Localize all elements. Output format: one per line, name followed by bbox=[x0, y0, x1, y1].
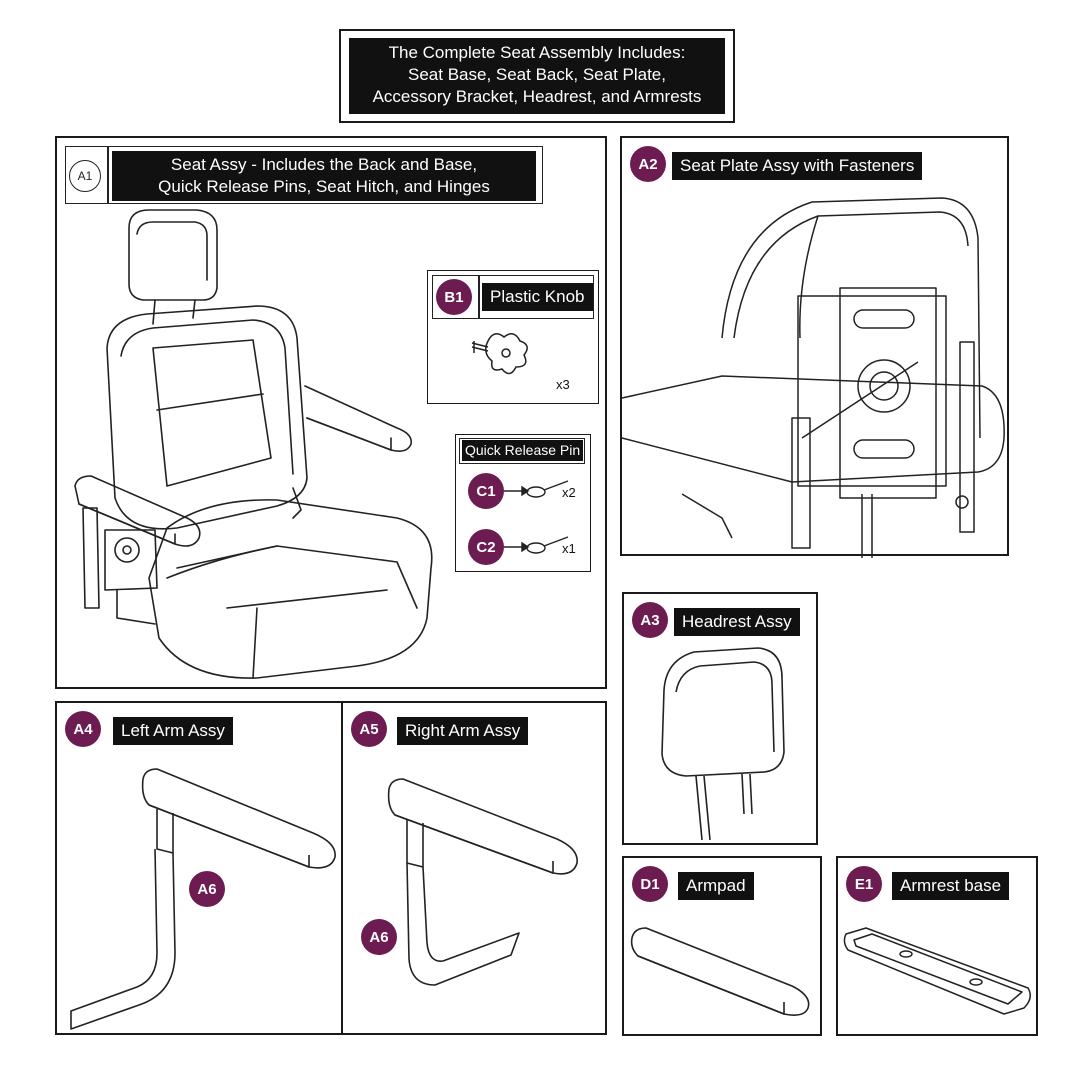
seat-assembly-illustration bbox=[74, 209, 433, 679]
a4-callout-a6: A6 bbox=[189, 871, 225, 907]
panel-a2-seat-plate: A2 Seat Plate Assy with Fasteners bbox=[620, 136, 1009, 558]
a1-label: Seat Assy - Includes the Back and Base, … bbox=[112, 151, 536, 201]
b1-qty: x3 bbox=[556, 377, 570, 392]
a1-label-line-1: Seat Assy - Includes the Back and Base, bbox=[170, 155, 478, 174]
header-line-3: Accessory Bracket, Headrest, and Armrest… bbox=[372, 87, 702, 106]
panel-d1-armpad: D1 Armpad bbox=[622, 856, 822, 1036]
plastic-knob-icon bbox=[471, 333, 528, 375]
b1-divider bbox=[478, 275, 480, 319]
a5-callout-a6: A6 bbox=[361, 919, 397, 955]
header-text: The Complete Seat Assembly Includes: Sea… bbox=[349, 38, 725, 114]
panel-quick-release-pin: Quick Release Pin C1 C2 x2 x1 bbox=[455, 434, 591, 572]
a4-badge: A4 bbox=[65, 711, 101, 747]
panel-a3-headrest: A3 Headrest Assy bbox=[622, 592, 818, 845]
quick-release-pin-icons bbox=[504, 480, 569, 554]
a1-label-line-2: Quick Release Pins, Seat Hitch, and Hing… bbox=[158, 177, 490, 196]
armrest-base-illustration bbox=[843, 927, 1031, 1015]
panel-a5-right-arm: A5 Right Arm Assy A6 bbox=[341, 701, 607, 1035]
a5-label: Right Arm Assy bbox=[397, 717, 529, 745]
c2-badge: C2 bbox=[468, 529, 504, 565]
headrest-illustration bbox=[661, 647, 785, 841]
armpad-illustration bbox=[630, 927, 810, 1016]
qrp-title-box bbox=[459, 438, 585, 464]
a3-label: Headrest Assy bbox=[674, 608, 800, 636]
a5-badge: A5 bbox=[351, 711, 387, 747]
c1-qty: x2 bbox=[562, 485, 576, 500]
a2-label: Seat Plate Assy with Fasteners bbox=[672, 152, 923, 180]
c2-qty: x1 bbox=[562, 541, 576, 556]
a1-divider bbox=[107, 146, 109, 204]
a1-badge: A1 bbox=[69, 160, 101, 192]
a3-badge: A3 bbox=[632, 602, 668, 638]
panel-a4-left-arm: A4 Left Arm Assy A6 bbox=[55, 701, 343, 1035]
right-arm-illustration bbox=[387, 778, 578, 986]
a4-label: Left Arm Assy bbox=[113, 717, 233, 745]
e1-label: Armrest base bbox=[892, 872, 1010, 900]
b1-label: Plastic Knob bbox=[482, 283, 593, 311]
panel-a1-seat-assy: A1 Seat Assy - Includes the Back and Bas… bbox=[55, 136, 607, 689]
header-line-2: Seat Base, Seat Back, Seat Plate, bbox=[408, 65, 666, 84]
header-box: The Complete Seat Assembly Includes: Sea… bbox=[339, 29, 735, 123]
b1-badge: B1 bbox=[436, 279, 472, 315]
c1-badge: C1 bbox=[468, 473, 504, 509]
a2-badge: A2 bbox=[630, 146, 666, 182]
d1-label: Armpad bbox=[678, 872, 754, 900]
qrp-title: Quick Release Pin bbox=[462, 440, 584, 461]
e1-badge: E1 bbox=[846, 866, 882, 902]
d1-badge: D1 bbox=[632, 866, 668, 902]
panel-b1-plastic-knob: B1 Plastic Knob x3 bbox=[427, 270, 599, 404]
header-line-1: The Complete Seat Assembly Includes: bbox=[388, 43, 686, 62]
seat-plate-illustration bbox=[621, 197, 1005, 558]
panel-e1-armrest-base: E1 Armrest base bbox=[836, 856, 1038, 1036]
left-arm-illustration bbox=[70, 768, 336, 1030]
